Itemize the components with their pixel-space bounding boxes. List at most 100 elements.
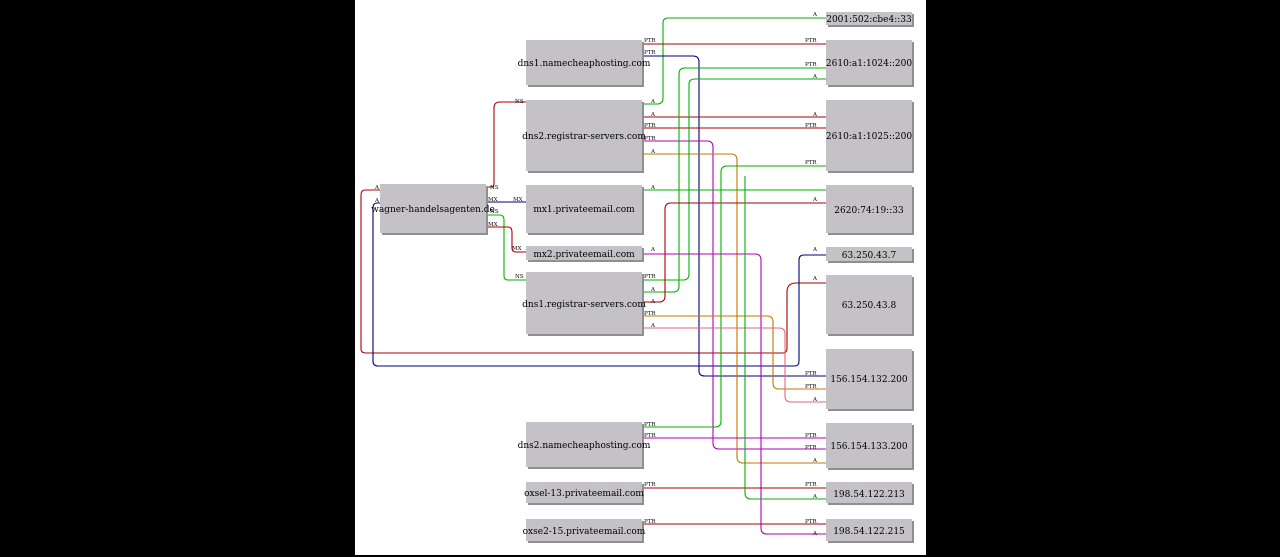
node-label: dns1.registrar-servers.com — [522, 300, 646, 310]
edge-ptr-dns2reg-156-133 — [643, 140, 826, 450]
label-ns: NS — [515, 99, 524, 105]
node-mx2[interactable]: mx2.privateemail.com — [526, 246, 644, 262]
label-mx: MX — [512, 246, 522, 252]
node-ip-198-215[interactable]: 198.54.122.215 — [826, 519, 914, 543]
label-ptr: PTR — [644, 136, 656, 142]
label-ptr: PTR — [644, 311, 656, 317]
edges — [360, 17, 826, 535]
node-ip-198-213[interactable]: 198.54.122.213 — [826, 482, 914, 505]
label-ns: NS — [490, 185, 499, 191]
edge-a-dns1reg-ipv6-2b — [643, 78, 826, 281]
node-label: 2610:a1:1025::200 — [826, 132, 912, 142]
label-a: A — [374, 198, 380, 204]
label-a: A — [812, 197, 818, 203]
label-ptr: PTR — [644, 433, 656, 439]
node-ip-156-133[interactable]: 156.154.133.200 — [826, 423, 914, 470]
label-ns: NS — [515, 274, 524, 280]
edge-mx-mx2 — [488, 226, 526, 253]
edge-ptr-dns1reg-156-132 — [643, 315, 826, 390]
label-a: A — [650, 149, 656, 155]
node-ip-156-132[interactable]: 156.154.132.200 — [826, 349, 914, 411]
dns-graph: A PTR PTR PTR PTR A NS A A A PTR PTR PTR… — [360, 12, 914, 543]
edge-ptr-dns2nc-ipv6-3 — [643, 165, 826, 428]
node-ip-63-7[interactable]: 63.250.43.7 — [826, 247, 914, 263]
node-ipv6-3[interactable]: 2610:a1:1025::200 — [826, 100, 914, 173]
label-ptr: PTR — [644, 123, 656, 129]
node-label: oxsel-13.privateemail.com — [524, 489, 644, 499]
node-dns2-namecheap[interactable]: dns2.namecheaphosting.com — [518, 422, 651, 469]
node-label: 156.154.132.200 — [830, 375, 908, 385]
label-a: A — [812, 397, 818, 403]
label-a: A — [650, 299, 656, 305]
label-ptr: PTR — [805, 38, 817, 44]
dns-graph-canvas: A PTR PTR PTR PTR A NS A A A PTR PTR PTR… — [355, 0, 926, 555]
label-ptr: PTR — [805, 482, 817, 488]
node-oxse2[interactable]: oxse2-15.privateemail.com — [523, 519, 646, 543]
node-label: 2001:502:cbe4::33 — [826, 15, 912, 25]
label-a: A — [812, 74, 818, 80]
node-label: 2620:74:19::33 — [834, 206, 904, 216]
nodes: wagner-handelsagenten.de dns1.namecheaph… — [371, 12, 914, 543]
node-ipv6-4[interactable]: 2620:74:19::33 — [826, 185, 914, 235]
node-label: 156.154.133.200 — [830, 442, 908, 452]
node-ip-63-8[interactable]: 63.250.43.8 — [826, 275, 914, 336]
label-ptr: PTR — [644, 519, 656, 525]
label-mx: MX — [488, 197, 498, 203]
label-ptr: PTR — [805, 445, 817, 451]
label-a: A — [650, 99, 656, 105]
node-dns1-registrar[interactable]: dns1.registrar-servers.com — [522, 272, 646, 336]
label-mx: MX — [513, 197, 523, 203]
label-a: A — [650, 247, 656, 253]
edge-a-domain-63-7 — [372, 202, 826, 367]
edge-a-dns1reg-ipv6-4 — [643, 202, 826, 303]
node-label: 2610:a1:1024::200 — [826, 59, 912, 69]
node-label: mx1.privateemail.com — [533, 205, 635, 215]
label-a: A — [812, 247, 818, 253]
label-ptr: PTR — [805, 123, 817, 129]
label-ptr: PTR — [805, 62, 817, 68]
edge-a-198-213 — [744, 176, 826, 500]
label-a: A — [650, 112, 656, 118]
node-mx1[interactable]: mx1.privateemail.com — [526, 185, 644, 235]
label-ptr: PTR — [805, 371, 817, 377]
node-label: oxse2-15.privateemail.com — [523, 527, 646, 537]
node-label: 198.54.122.213 — [833, 490, 905, 500]
label-ptr: PTR — [644, 422, 656, 428]
label-ptr: PTR — [644, 38, 656, 44]
edge-a-dns2reg-ipv6-1 — [643, 17, 826, 105]
node-label: 63.250.43.8 — [842, 301, 897, 311]
node-dns1-namecheap[interactable]: dns1.namecheaphosting.com — [518, 40, 651, 87]
label-a: A — [812, 12, 818, 18]
label-a: A — [650, 323, 656, 329]
node-label: 198.54.122.215 — [833, 527, 905, 537]
label-ptr: PTR — [644, 482, 656, 488]
node-dns2-registrar[interactable]: dns2.registrar-servers.com — [522, 100, 646, 173]
edge-ns-dns1-registrar — [488, 214, 526, 281]
label-a: A — [812, 276, 818, 282]
label-a: A — [812, 531, 818, 537]
edge-labels: A PTR PTR PTR PTR A NS A A A PTR PTR PTR… — [374, 12, 818, 537]
edge-ptr-dns1nc-156-132 — [643, 55, 826, 377]
node-label: dns2.namecheaphosting.com — [518, 441, 651, 451]
label-ptr: PTR — [805, 519, 817, 525]
edge-a-domain-63-8 — [360, 189, 826, 354]
edge-a-dns1reg-156-132 — [643, 327, 826, 403]
label-mx: MX — [488, 222, 498, 228]
label-ptr: PTR — [805, 433, 817, 439]
node-label: 63.250.43.7 — [842, 251, 897, 261]
node-oxsel[interactable]: oxsel-13.privateemail.com — [524, 482, 644, 505]
node-ipv6-1[interactable]: 2001:502:cbe4::33 — [826, 12, 914, 27]
node-label: wagner-handelsagenten.de — [371, 205, 495, 215]
label-a: A — [650, 287, 656, 293]
label-ptr: PTR — [644, 274, 656, 280]
edge-a-dns2reg-156-133 — [643, 153, 826, 464]
label-ns: NS — [490, 209, 499, 215]
edge-a-dns1reg-ipv6-2 — [643, 67, 826, 293]
node-label: dns2.registrar-servers.com — [522, 132, 646, 142]
label-a: A — [650, 185, 656, 191]
edge-a-mx2-198-215 — [643, 253, 826, 535]
node-domain[interactable]: wagner-handelsagenten.de — [371, 184, 495, 235]
node-label: mx2.privateemail.com — [533, 250, 635, 260]
node-ipv6-2[interactable]: 2610:a1:1024::200 — [826, 40, 914, 87]
label-a: A — [812, 494, 818, 500]
